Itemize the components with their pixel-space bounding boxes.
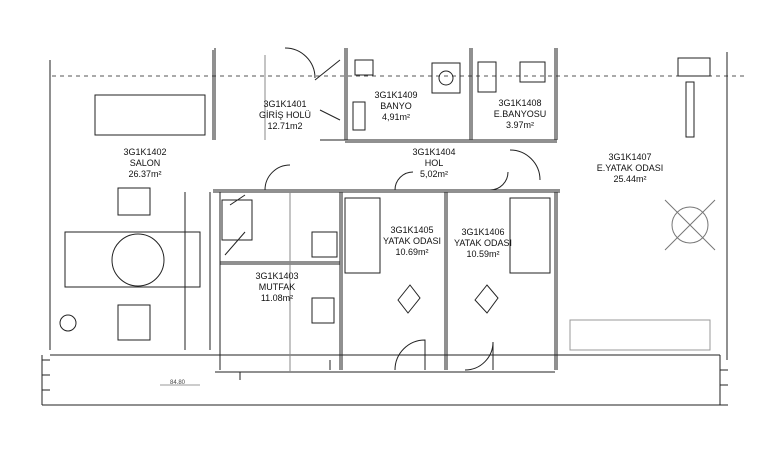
room-name: E.BANYOSU: [493, 109, 547, 119]
bed-room-1405: [345, 198, 380, 273]
room-area: 26.37m²: [128, 169, 162, 179]
room-label-yatak-odasi-1405: 3G1K1405 YATAK ODASI 10.69m²: [383, 225, 441, 258]
room-label-banyo: 3G1K1409 BANYO 4,91m²: [374, 90, 417, 123]
room-name: GİRİŞ HOLÜ: [258, 110, 312, 120]
dimension-note: 84.80: [170, 380, 186, 386]
room-area: 4,91m²: [381, 112, 411, 122]
room-name: MUTFAK: [258, 282, 296, 292]
room-code: 3G1K1409: [374, 90, 418, 100]
room-name: SALON: [129, 158, 161, 168]
room-code: 3G1K1408: [498, 98, 542, 108]
room-code: 3G1K1407: [608, 152, 652, 162]
dining-table: [65, 232, 200, 287]
bed-room-1406: [510, 198, 550, 273]
room-code: 3G1K1403: [255, 271, 299, 281]
room-code: 3G1K1406: [461, 227, 505, 237]
room-code: 3G1K1405: [390, 225, 434, 235]
room-code: 3G1K1401: [263, 99, 307, 109]
room-name: YATAK ODASI: [382, 236, 442, 246]
room-area: 10.59m²: [466, 249, 500, 259]
room-area: 25.44m²: [613, 174, 647, 184]
room-label-hol: 3G1K1404 HOL 5,02m²: [412, 147, 455, 180]
bathtub: [432, 63, 460, 93]
room-label-yatak-odasi-1406: 3G1K1406 YATAK ODASI 10.59m²: [454, 227, 512, 260]
room-area: 5,02m²: [419, 169, 449, 179]
room-label-salon: 3G1K1402 SALON 26.37m²: [123, 147, 166, 180]
room-name: YATAK ODASI: [453, 238, 513, 248]
room-label-mutfak: 3G1K1403 MUTFAK 11.08m²: [255, 271, 298, 304]
room-area: 11.08m²: [260, 293, 294, 303]
room-code: 3G1K1404: [412, 147, 456, 157]
room-label-e-yatak-odasi: 3G1K1407 E.YATAK ODASI 25.44m²: [597, 152, 664, 185]
room-name: BANYO: [380, 101, 412, 111]
room-name: HOL: [424, 158, 444, 168]
room-label-e-banyosu: 3G1K1408 E.BANYOSU 3.97m²: [494, 98, 547, 131]
room-label-giris-holu: 3G1K1401 GİRİŞ HOLÜ 12.71m2: [259, 99, 311, 132]
washbasin: [353, 102, 365, 130]
room-area: 12.71m2: [267, 121, 303, 131]
room-name: E.YATAK ODASI: [596, 163, 664, 173]
room-area: 3.97m²: [505, 120, 535, 130]
room-area: 10.69m²: [395, 247, 429, 257]
room-code: 3G1K1402: [123, 147, 167, 157]
